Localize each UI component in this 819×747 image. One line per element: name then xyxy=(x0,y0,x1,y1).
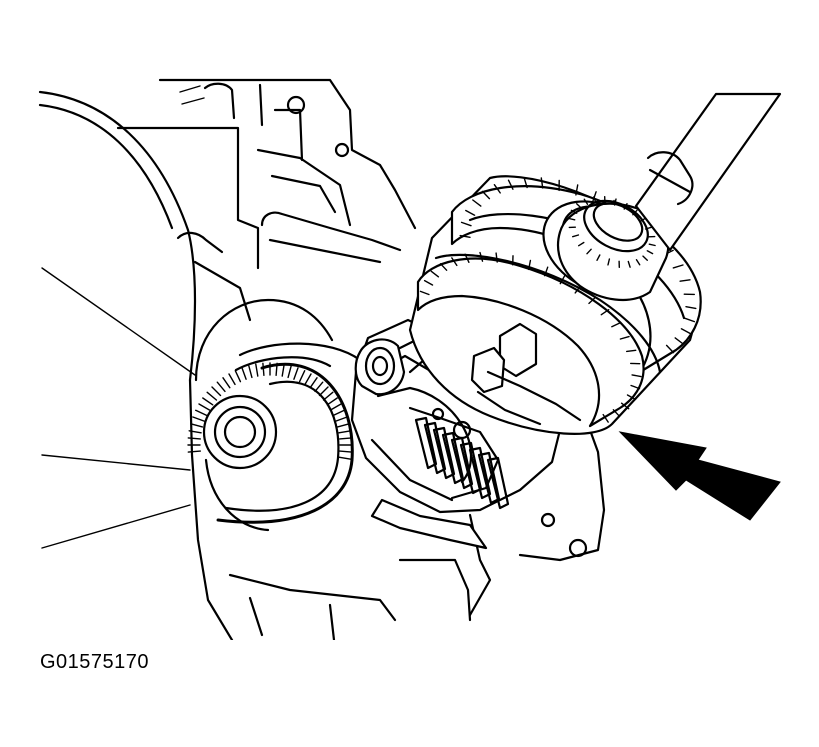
side-gear-tooth xyxy=(477,451,501,505)
side-gear-tooth xyxy=(459,441,483,495)
diagram-canvas xyxy=(38,78,782,640)
side-gear-tooth xyxy=(450,436,474,490)
ring-gear xyxy=(187,342,362,524)
pointer-arrow xyxy=(618,431,781,521)
figure-code: G01575170 xyxy=(40,651,150,673)
transmission-case xyxy=(38,78,606,640)
differential-carrier xyxy=(350,318,562,550)
transmission-diagram xyxy=(38,78,782,640)
side-gear-tooth xyxy=(441,431,465,485)
leader-lines xyxy=(41,267,196,549)
side-gear-tooth xyxy=(486,456,510,510)
side-gear-tooth xyxy=(432,426,456,480)
side-gear-tooth xyxy=(468,446,492,500)
side-gear-tooth xyxy=(423,421,447,475)
side-gear-tooth xyxy=(414,416,438,470)
puller-shaft xyxy=(634,92,782,252)
output-seal-bore xyxy=(194,298,334,532)
bearing-assembly xyxy=(408,175,702,435)
